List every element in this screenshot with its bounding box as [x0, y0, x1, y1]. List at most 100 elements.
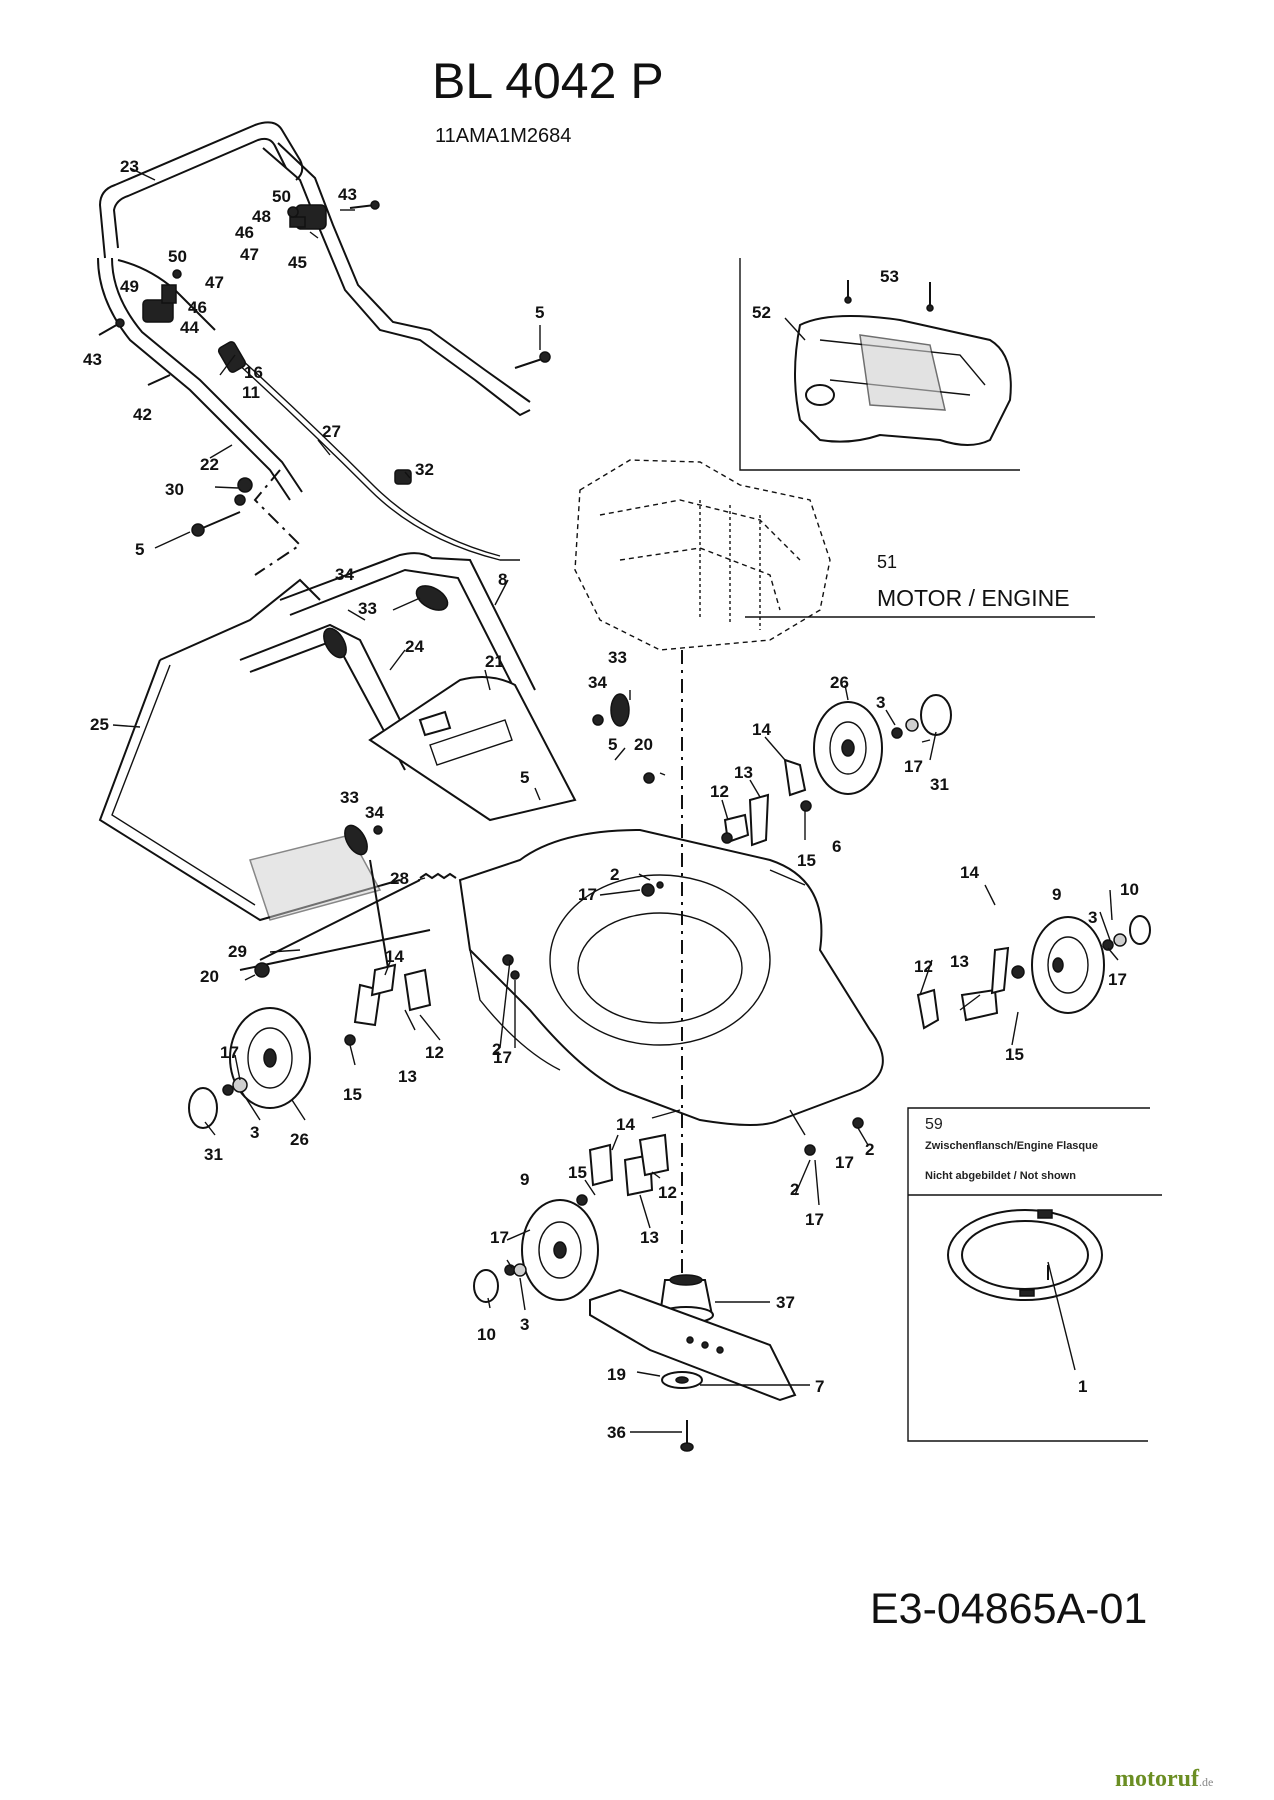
callout-13: 13	[734, 763, 753, 782]
callout-12: 12	[425, 1043, 444, 1062]
callout-42: 42	[133, 405, 152, 424]
callout-6: 6	[832, 837, 841, 856]
callout-50: 50	[272, 187, 291, 206]
watermark-brand: motoruf	[1115, 1766, 1199, 1792]
callout-17: 17	[490, 1228, 509, 1247]
knob-30	[234, 477, 253, 506]
callout-23: 23	[120, 157, 139, 176]
callout-10: 10	[1120, 880, 1139, 899]
cable-27	[224, 348, 520, 561]
callout-8: 8	[498, 570, 507, 589]
callout-17: 17	[220, 1043, 239, 1062]
callout-30: 30	[165, 480, 184, 499]
air-filter-cover-52	[794, 315, 1012, 446]
inset-frame-air-filter	[739, 258, 1020, 471]
engine-outline-51	[574, 459, 1095, 651]
callout-25: 25	[90, 715, 109, 734]
callout-17: 17	[904, 757, 923, 776]
bushing-33-right	[610, 693, 630, 727]
mower-deck-6	[458, 828, 884, 1126]
bolts-2-17-left	[502, 954, 520, 980]
callout-17: 17	[835, 1153, 854, 1172]
screw-53-right	[926, 282, 934, 312]
bolts-2-17-right	[804, 1117, 864, 1156]
callout-9: 9	[1052, 885, 1061, 904]
callout-44: 44	[180, 318, 199, 337]
washer-34-low	[373, 825, 383, 835]
diagram-title: BL 4042 P	[432, 53, 664, 109]
nut-20-left	[254, 962, 270, 978]
callout-14: 14	[385, 947, 404, 966]
callout-11: 11	[242, 383, 260, 402]
callout-14: 14	[752, 720, 771, 739]
switch-box-left	[142, 269, 182, 323]
callout-3: 3	[1088, 908, 1097, 927]
callout-33: 33	[340, 788, 359, 807]
callout-46: 46	[235, 223, 254, 242]
callout-43: 43	[338, 185, 357, 204]
washer-34-right	[592, 714, 604, 726]
spring-28	[419, 872, 457, 880]
bolt-5-top	[514, 351, 551, 369]
callout-12: 12	[914, 957, 933, 976]
wheel-9-right	[1031, 915, 1151, 1014]
switch-box-right	[287, 204, 327, 230]
wheel-9-left	[473, 1199, 599, 1303]
callout-49: 49	[120, 277, 139, 296]
engine-label: MOTOR / ENGINE	[877, 585, 1070, 611]
callout-13: 13	[950, 952, 969, 971]
callout-47: 47	[205, 273, 224, 292]
callout-17: 17	[805, 1210, 824, 1229]
callout-5: 5	[135, 540, 144, 559]
callout-2: 2	[492, 1040, 501, 1059]
callout-50: 50	[168, 247, 187, 266]
callout-26: 26	[290, 1130, 309, 1149]
callout-14: 14	[616, 1115, 635, 1134]
catcher-frame-8	[279, 552, 536, 701]
callout-15: 15	[1005, 1045, 1024, 1064]
callout-31: 31	[930, 775, 949, 794]
bolt-36	[680, 1420, 694, 1452]
callout-34: 34	[365, 803, 384, 822]
callout-2: 2	[865, 1140, 874, 1159]
callout-5: 5	[608, 735, 617, 754]
deflector-21	[368, 675, 577, 822]
bolts-2-17-top	[641, 881, 664, 897]
callout-17: 17	[1108, 970, 1127, 989]
callout-36: 36	[607, 1423, 626, 1442]
callout-20: 20	[634, 735, 653, 754]
bolt-5-left	[191, 511, 241, 537]
cable-clip-16	[217, 341, 247, 373]
callout-29: 29	[228, 942, 247, 961]
inset-flange-note: Nicht abgebildet / Not shown	[925, 1170, 1076, 1182]
callout-33: 33	[358, 599, 377, 618]
screw-53-left	[844, 280, 852, 304]
callout-3: 3	[250, 1123, 259, 1142]
engine-part-number: 51	[877, 552, 898, 572]
callout-7: 7	[815, 1377, 824, 1396]
callout-52: 52	[752, 303, 771, 322]
bracket-left-rear	[576, 1133, 670, 1206]
callout-27: 27	[322, 422, 341, 441]
callout-5: 5	[520, 768, 529, 787]
callout-37: 37	[776, 1293, 795, 1312]
blade-7	[589, 1288, 797, 1402]
callout-16: 16	[244, 363, 263, 382]
callout-1: 1	[1078, 1377, 1087, 1396]
callout-47: 47	[240, 245, 259, 264]
screw-43-right	[349, 200, 380, 210]
callout-21: 21	[485, 652, 504, 671]
callout-12: 12	[710, 782, 729, 801]
callout-3: 3	[520, 1315, 529, 1334]
callout-22: 22	[200, 455, 219, 474]
callout-31: 31	[204, 1145, 223, 1164]
callout-46: 46	[188, 298, 207, 317]
callout-53: 53	[880, 267, 899, 286]
bushing-33-mid	[415, 585, 449, 611]
callout-15: 15	[797, 851, 816, 870]
callout-48: 48	[252, 207, 271, 226]
callout-13: 13	[398, 1067, 417, 1086]
callout-17: 17	[578, 885, 597, 904]
callout-numbers: 23 43 50 48 46 47 45 50 49 47 46 44 43 5…	[83, 157, 1139, 1442]
